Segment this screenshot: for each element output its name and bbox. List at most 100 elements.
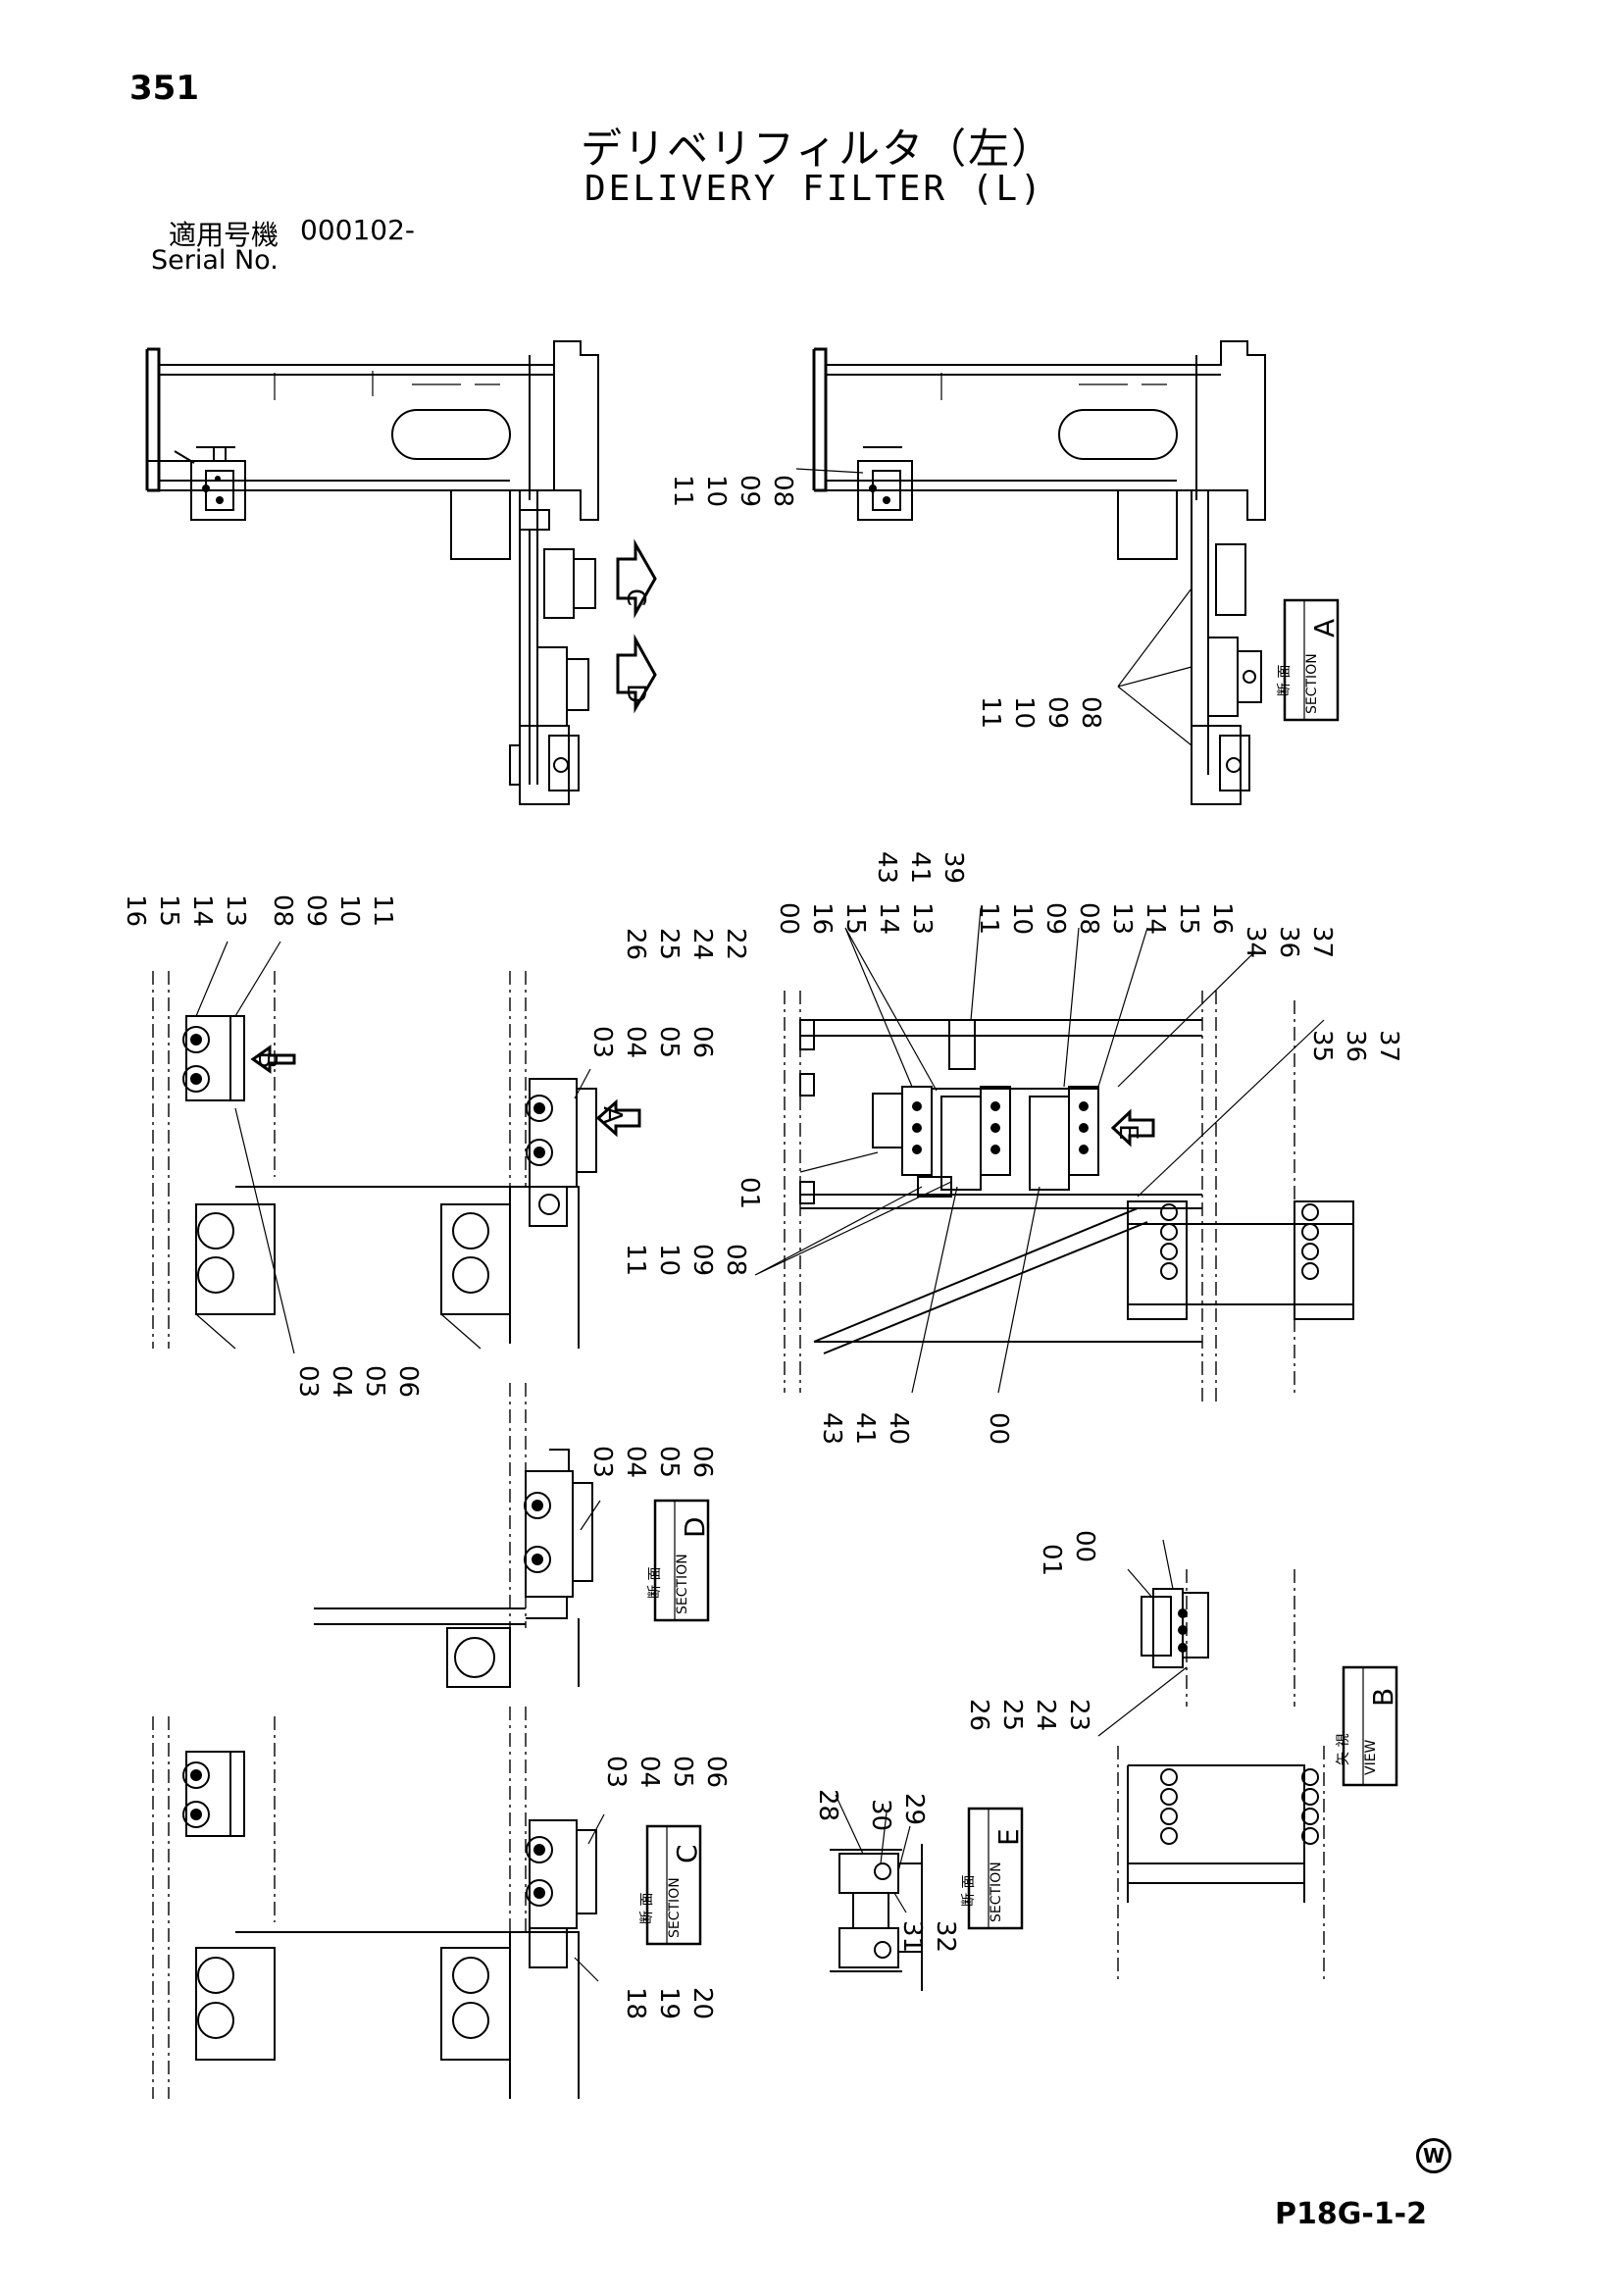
callout-center-bottom-a-43: 43 xyxy=(817,1412,846,1445)
arrow-e-label: E xyxy=(1113,1124,1142,1140)
drawing-code: P18G-1-2 xyxy=(1275,2197,1428,2231)
callout-top-right-b-09: 09 xyxy=(1042,696,1072,729)
callout-section-c-06: 06 xyxy=(701,1756,731,1788)
callout-left-bottom-03: 03 xyxy=(293,1365,323,1398)
callout-section-e-30: 30 xyxy=(866,1799,895,1831)
section-d-view xyxy=(314,1383,601,1688)
callout-center-top-b-25: 25 xyxy=(654,928,684,960)
callout-left-top-16: 16 xyxy=(121,894,150,927)
svg-text:VIEW: VIEW xyxy=(1363,1739,1379,1775)
callout-center-left-08-09: 09 xyxy=(687,1244,717,1276)
callout-view-b-01: 01 xyxy=(1037,1544,1066,1576)
title-english: DELIVERY FILTER (L) xyxy=(584,169,1044,209)
callout-center-top-c-15: 15 xyxy=(840,902,870,935)
section-c-view xyxy=(152,1707,605,2099)
callout-top-right-a-08: 08 xyxy=(768,475,797,507)
svg-text:B: B xyxy=(1367,1688,1399,1707)
serial-label-english: Serial No. xyxy=(151,245,279,276)
arrow-d-label: D xyxy=(621,684,650,703)
callout-center-top-c-13: 13 xyxy=(907,902,937,935)
callout-center-right-36: 36 xyxy=(1341,1030,1370,1062)
w-mark-icon: W xyxy=(1416,2138,1451,2173)
callout-left-bottom-06: 06 xyxy=(393,1365,423,1398)
callout-view-b-24: 24 xyxy=(1031,1699,1060,1731)
callout-center-left-08-11: 11 xyxy=(621,1244,650,1276)
svg-text:A: A xyxy=(1308,619,1341,638)
callout-top-right-a-09: 09 xyxy=(735,475,764,507)
svg-text:SECTION: SECTION xyxy=(1304,653,1320,714)
callout-left-bottom-05: 05 xyxy=(360,1365,389,1398)
svg-text:断 面: 断 面 xyxy=(639,1893,655,1924)
section-c-label: 断 面 SECTION C xyxy=(639,1824,703,1946)
callout-top-right-a-10: 10 xyxy=(701,475,731,507)
callout-center-top-a-43: 43 xyxy=(872,851,901,884)
svg-text:SECTION: SECTION xyxy=(675,1554,690,1614)
callout-section-d-06: 06 xyxy=(687,1446,717,1478)
center-assembly-view xyxy=(754,907,1354,1403)
callout-left-bottom-04: 04 xyxy=(327,1365,356,1398)
callout-center-right-37: 37 xyxy=(1374,1030,1403,1062)
callout-center-top-b-24: 24 xyxy=(687,928,717,960)
serial-label-japanese: 適用号機 xyxy=(169,219,279,251)
callout-center-top-c-14: 14 xyxy=(874,902,903,935)
callout-section-c-05: 05 xyxy=(668,1756,697,1788)
title-japanese: デリベリフィルタ（左） xyxy=(581,125,1055,173)
arrow-b-label: B xyxy=(252,1051,281,1069)
top-right-view xyxy=(795,340,1266,805)
callout-center-bottom-b-00: 00 xyxy=(984,1412,1013,1445)
callout-left-top-14: 14 xyxy=(187,894,217,927)
callout-section-c-18: 18 xyxy=(621,1987,650,2019)
callout-left-top-15: 15 xyxy=(154,894,183,927)
callout-view-b-26: 26 xyxy=(964,1699,993,1731)
callout-center-top-d-11: 11 xyxy=(974,902,1003,935)
svg-text:SECTION: SECTION xyxy=(667,1877,683,1938)
callout-view-b-25: 25 xyxy=(997,1699,1027,1731)
view-b-label: 矢 視 VIEW B xyxy=(1336,1665,1399,1787)
callout-center-top-c-16: 16 xyxy=(807,902,837,935)
callout-left-top-11: 11 xyxy=(368,894,397,927)
callout-center-top-a-41: 41 xyxy=(905,851,935,884)
callout-section-d-05: 05 xyxy=(654,1446,684,1478)
callout-section-d-03: 03 xyxy=(587,1446,617,1478)
svg-text:断 面: 断 面 xyxy=(647,1567,663,1599)
callout-section-e-32: 32 xyxy=(931,1920,960,1953)
serial-value: 000102- xyxy=(300,214,415,246)
top-left-view xyxy=(145,340,657,805)
callout-center-bottom-a-41: 41 xyxy=(850,1412,880,1445)
callout-section-e-28: 28 xyxy=(813,1789,842,1821)
callout-center-top-f-36: 36 xyxy=(1274,926,1303,958)
svg-text:SECTION: SECTION xyxy=(989,1862,1004,1922)
callout-top-right-b-11: 11 xyxy=(976,696,1005,729)
callout-section-c-03: 03 xyxy=(601,1756,631,1788)
callout-center-top-e-14: 14 xyxy=(1141,902,1170,935)
page-number: 351 xyxy=(129,69,199,108)
svg-text:矢 視: 矢 視 xyxy=(1336,1734,1351,1765)
callout-center-right-35: 35 xyxy=(1307,1030,1337,1062)
callout-left-mid-04: 04 xyxy=(621,1026,650,1058)
callout-center-top-b-26: 26 xyxy=(621,928,650,960)
callout-section-e-29: 29 xyxy=(899,1793,929,1825)
arrow-a-label: A xyxy=(597,1106,627,1124)
callout-section-e-31: 31 xyxy=(897,1920,927,1953)
section-e-view xyxy=(830,1794,923,1991)
callout-left-top-10: 10 xyxy=(334,894,364,927)
callout-left-mid-03: 03 xyxy=(587,1026,617,1058)
callout-center-left-08-10: 10 xyxy=(654,1244,684,1276)
callout-center-left-01: 01 xyxy=(735,1177,764,1209)
callout-center-top-f-34: 34 xyxy=(1241,926,1270,958)
callout-left-mid-06: 06 xyxy=(687,1026,717,1058)
callout-left-top-09: 09 xyxy=(301,894,330,927)
callout-left-top-08: 08 xyxy=(268,894,297,927)
callout-center-bottom-a-40: 40 xyxy=(884,1412,913,1445)
callout-view-b-00: 00 xyxy=(1070,1530,1099,1562)
callout-top-right-b-08: 08 xyxy=(1076,696,1105,729)
callout-section-c-04: 04 xyxy=(634,1756,664,1788)
callout-center-top-e-16: 16 xyxy=(1207,902,1237,935)
callout-center-top-d-09: 09 xyxy=(1040,902,1070,935)
callout-center-top-a-39: 39 xyxy=(939,851,968,884)
section-d-label: 断 面 SECTION D xyxy=(647,1499,711,1622)
left-middle-view xyxy=(152,941,641,1354)
callout-left-mid-05: 05 xyxy=(654,1026,684,1058)
callout-center-top-b-22: 22 xyxy=(721,928,750,960)
